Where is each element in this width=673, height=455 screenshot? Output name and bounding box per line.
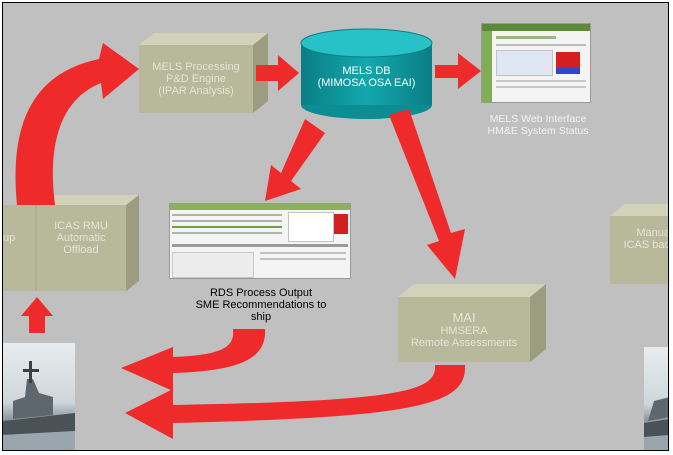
processing-box: MELS Processing P&D Engine (IPAR Analysi… (139, 47, 253, 111)
web-interface-screenshot (481, 23, 591, 103)
right-partial-box: Manua ICAS bac (610, 219, 669, 259)
rds-caption-line2: SME Recommendations to (195, 299, 327, 311)
web-thumb-line (496, 86, 586, 88)
web-thumb-line (496, 44, 586, 46)
arrow-db-to-rds (265, 119, 325, 201)
arrow-db-to-web (435, 53, 481, 89)
rds-caption-line1: RDS Process Output (209, 287, 313, 299)
right-partial-box-shape (610, 204, 668, 284)
database-line1: MELS DB (342, 65, 391, 77)
icas-rmu-line3: Offload (63, 244, 99, 256)
icas-rmu-box-shape (35, 195, 139, 291)
ship-photo-left (3, 343, 75, 450)
web-caption-line2: HM&E System Status (487, 125, 589, 137)
rds-thumb-line (260, 258, 346, 260)
mai-line1: MAI (452, 309, 476, 325)
rds-thumb-line (260, 252, 346, 254)
ship-image-right (644, 397, 668, 450)
web-thumb-sidebar (482, 31, 492, 102)
rds-thumb-line (172, 244, 348, 247)
mai-box-shape (398, 284, 546, 362)
arrow-mai-to-ship (125, 365, 466, 439)
rds-thumb-line (172, 214, 282, 216)
rds-caption-line3: ship (250, 311, 272, 323)
ship-photo-right (644, 347, 668, 450)
web-thumb-line (496, 36, 556, 39)
arrow-icas-to-processing (15, 43, 139, 205)
left-partial-text: up (3, 232, 16, 244)
mai-line2: HMSERA (440, 324, 488, 337)
database-cylinder (300, 28, 433, 119)
rds-thumb-panel (288, 212, 334, 242)
left-partial-box: up (3, 208, 36, 268)
left-partial-box-shape (3, 205, 36, 291)
rds-thumb-status-red (334, 214, 348, 234)
icas-rmu-box: ICAS RMU Automatic Offload (36, 208, 126, 268)
arrow-rds-to-ship (121, 329, 266, 391)
rds-thumb-line (172, 226, 282, 228)
processing-box-line2: P&D Engine (166, 73, 226, 85)
web-thumb-panel (496, 50, 553, 76)
web-interface-caption: MELS Web Interface HM&E System Status (473, 113, 603, 137)
processing-box-line3: (IPAR Analysis) (158, 85, 234, 97)
processing-box-shape (139, 33, 268, 113)
rds-caption: RDS Process Output SME Recommendations t… (163, 287, 359, 323)
mai-line3: Remote Assessments (410, 336, 518, 349)
database-label: MELS DB (MIMOSA OSA EAI) (301, 65, 432, 89)
icas-rmu-line1: ICAS RMU (54, 220, 108, 232)
arrow-db-to-mai (389, 109, 465, 279)
icas-rmu-line2: Automatic (56, 232, 106, 244)
right-partial-line1: Manua (636, 227, 669, 239)
web-thumb-header (482, 24, 590, 31)
diagram-svg (3, 28, 668, 439)
web-thumb-line (496, 80, 586, 82)
arrow-ship-to-icas (21, 297, 53, 333)
rds-output-screenshot (169, 203, 351, 279)
web-thumb-status-red (556, 52, 580, 68)
arrow-processing-to-db (256, 55, 299, 91)
right-partial-line2: ICAS bac (623, 239, 669, 251)
rds-thumb-line (172, 232, 282, 234)
web-thumb-status-blue (556, 68, 580, 74)
ship-image-left (3, 361, 75, 450)
rds-thumb-header (170, 204, 350, 210)
rds-thumb-line (172, 220, 282, 222)
diagram-canvas: MELS Processing P&D Engine (IPAR Analysi… (2, 2, 669, 451)
processing-box-line1: MELS Processing (152, 61, 240, 73)
database-line2: (MIMOSA OSA EAI) (317, 77, 416, 89)
web-caption-line1: MELS Web Interface (489, 113, 587, 125)
mai-box: MAI HMSERA Remote Assessments (398, 299, 530, 359)
rds-thumb-panel (172, 252, 254, 278)
